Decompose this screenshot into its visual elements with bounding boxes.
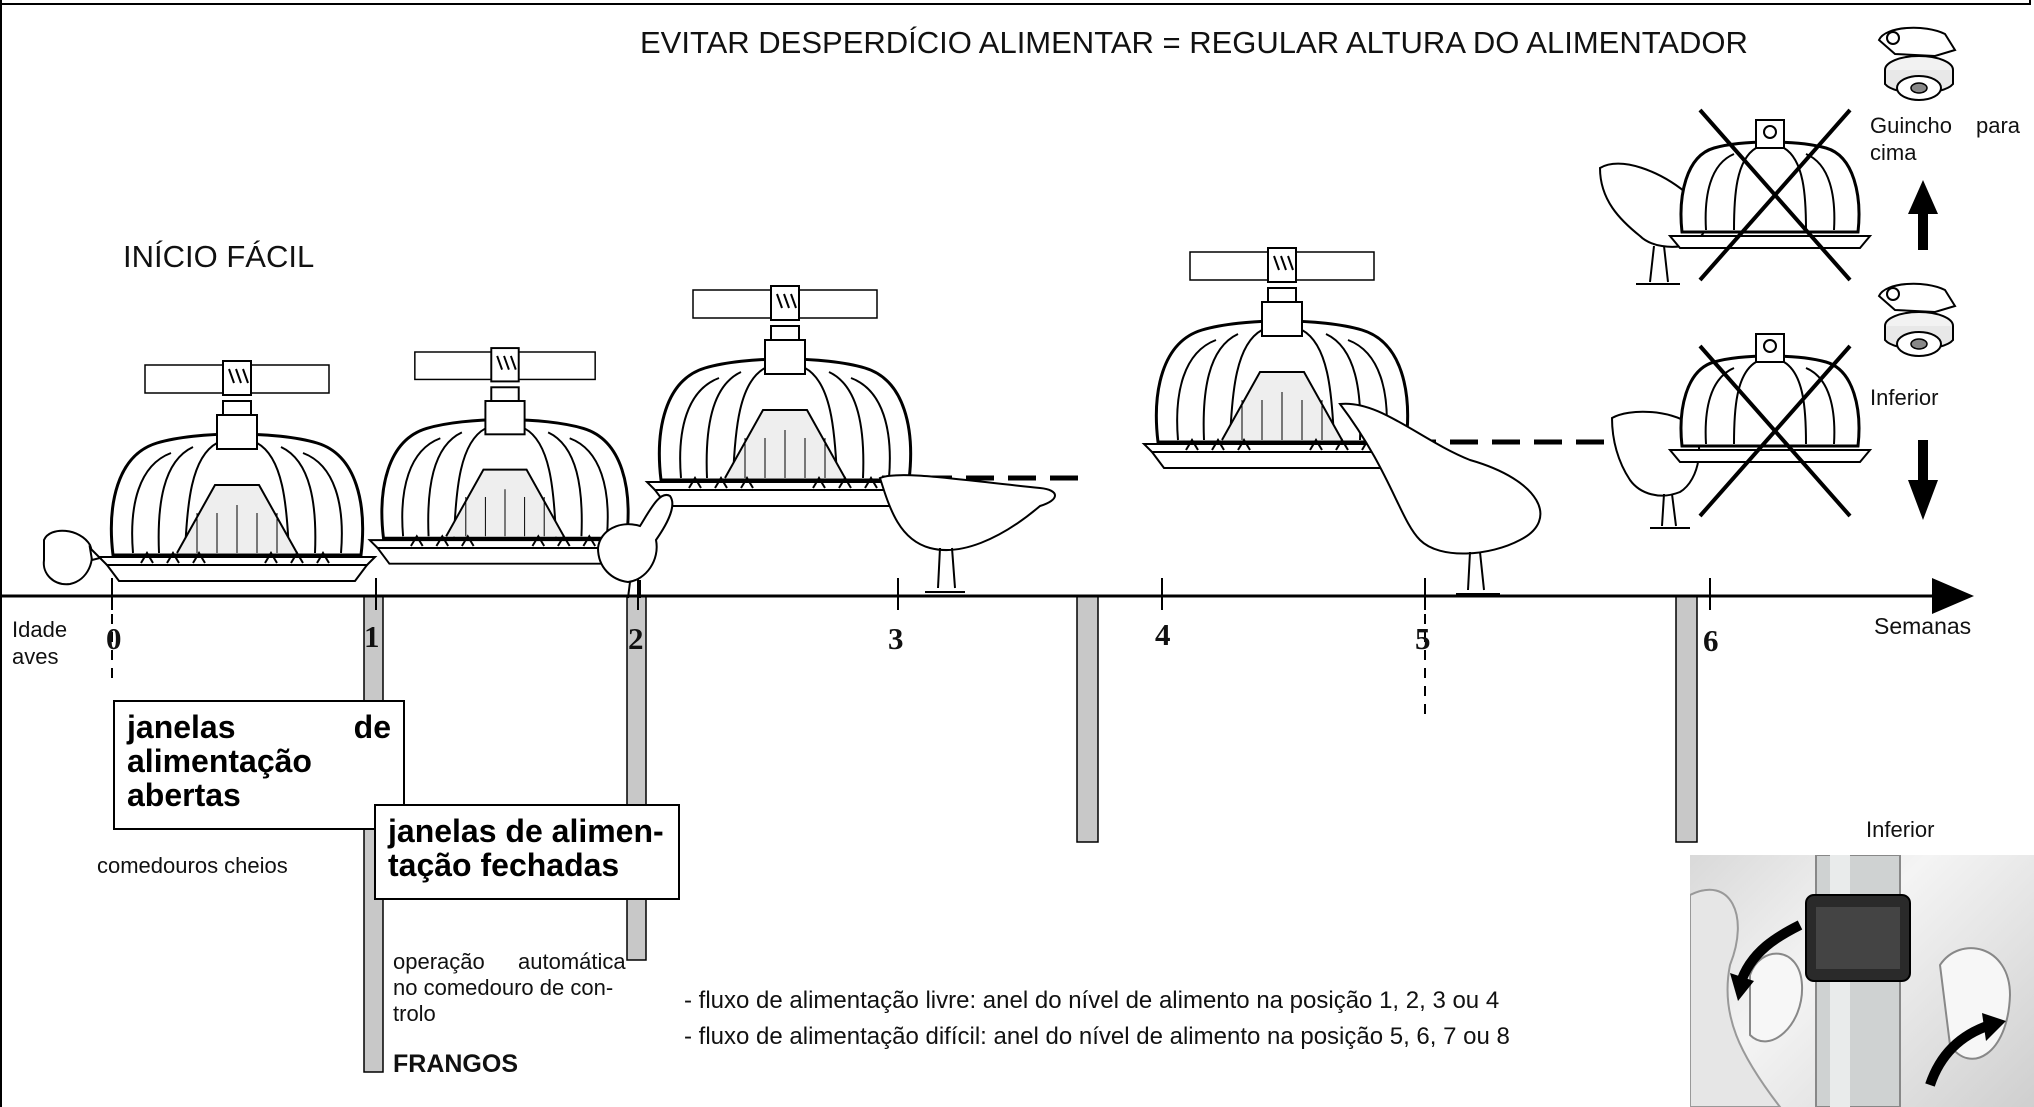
closed-windows-box: janelas de alimen- tação fechadas <box>374 804 680 900</box>
winch-bottom-label: Inferior <box>1866 817 1935 842</box>
week-label-6: 6 <box>1703 623 1719 658</box>
axis-left-label-line1: Idade <box>12 617 68 642</box>
feeder-ring-photo <box>1690 855 2034 1107</box>
open-windows-word-4: abertas <box>127 777 241 813</box>
week-label-1: 1 <box>364 619 380 654</box>
winch-up-label-2: para <box>1976 113 2021 138</box>
auto-op-line-1a: operação <box>393 949 485 974</box>
open-windows-word-1: janelas <box>127 709 236 745</box>
axis-left-label-line2: aves <box>12 644 59 669</box>
open-windows-word-3: alimentação <box>127 743 312 779</box>
week-label-3: 3 <box>888 621 904 656</box>
open-windows-box: janelas de alimentação abertas <box>113 700 405 830</box>
week-label-0: 0 <box>106 621 122 656</box>
broilers-label: FRANGOS <box>393 1050 518 1078</box>
winch-up-label-1: Guincho <box>1870 113 1952 138</box>
closed-windows-line-2: tação fechadas <box>388 847 620 883</box>
start-label: INÍCIO FÁCIL <box>123 239 315 274</box>
hard-flow-note: - fluxo de alimentação difícil: anel do … <box>684 1023 1510 1050</box>
week-label-4: 4 <box>1155 617 1171 652</box>
week-label-5: 5 <box>1415 621 1431 656</box>
open-windows-word-2: de <box>353 709 391 745</box>
full-feeders-note: comedouros cheios <box>97 853 288 878</box>
axis-right-label: Semanas <box>1874 613 1972 639</box>
winch-up-label-3: cima <box>1870 140 1917 165</box>
winch-down-label: Inferior <box>1870 385 1939 410</box>
diagram-title: EVITAR DESPERDÍCIO ALIMENTAR = REGULAR A… <box>640 25 1748 60</box>
auto-op-line-3: trolo <box>393 1001 436 1026</box>
auto-op-line-2: no comedouro de con- <box>393 975 614 1000</box>
free-flow-note: - fluxo de alimentação livre: anel do ní… <box>684 987 1500 1014</box>
week-label-2: 2 <box>628 621 644 656</box>
auto-op-line-1b: automática <box>518 949 626 974</box>
feeder-ring-photo-art <box>1690 855 2012 1107</box>
closed-windows-line-1: janelas de alimen- <box>388 813 664 849</box>
